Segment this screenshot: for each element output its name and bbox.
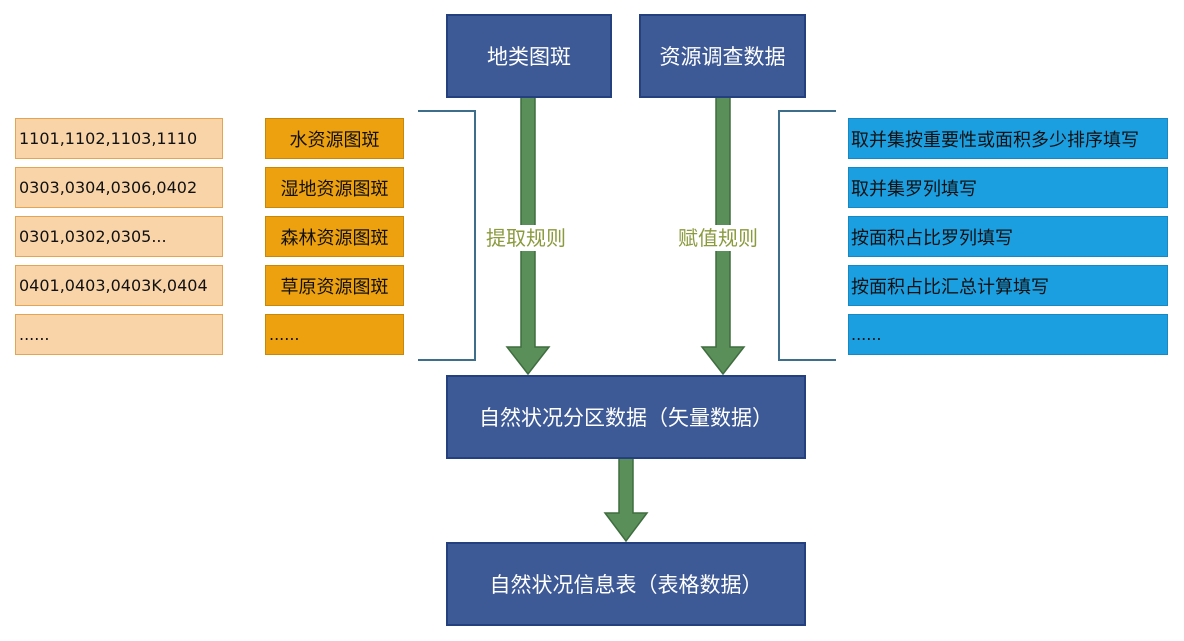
resource-survey-box: 资源调查数据 — [639, 14, 806, 98]
assignment-method-label: ...... — [851, 325, 882, 344]
resource-patch-label: 水资源图斑 — [289, 129, 380, 151]
code-item: 0303,0304,0306,0402 — [15, 167, 223, 208]
arrow-to-table — [603, 457, 649, 543]
natural-zone-data-box: 自然状况分区数据（矢量数据） — [446, 375, 806, 459]
code-item-label: 0301,0302,0305... — [19, 227, 167, 246]
assignment-method-item: 按面积占比汇总计算填写 — [848, 265, 1168, 306]
assignment-method-label: 按面积占比罗列填写 — [851, 227, 1013, 249]
assignment-method-label: 取并集按重要性或面积多少排序填写 — [851, 129, 1139, 151]
assignment-method-label: 按面积占比汇总计算填写 — [851, 276, 1049, 298]
resource-patch-label: ...... — [269, 325, 300, 344]
natural-info-table-label: 自然状况信息表（表格数据） — [489, 573, 763, 597]
assignment-method-item: 取并集按重要性或面积多少排序填写 — [848, 118, 1168, 159]
resource-patch-item: 湿地资源图斑 — [265, 167, 404, 208]
land-patch-label: 地类图斑 — [487, 45, 571, 69]
code-item-label: 1101,1102,1103,1110 — [19, 129, 198, 148]
extract-rule-label: 提取规则 — [484, 225, 568, 251]
resource-patch-item: 草原资源图斑 — [265, 265, 404, 306]
code-item: 1101,1102,1103,1110 — [15, 118, 223, 159]
assignment-method-label: 取并集罗列填写 — [851, 178, 977, 200]
assignment-method-item: 按面积占比罗列填写 — [848, 216, 1168, 257]
code-item: 0401,0403,0403K,0404 — [15, 265, 223, 306]
resource-patch-label: 湿地资源图斑 — [280, 178, 389, 200]
assignment-method-item: ...... — [848, 314, 1168, 355]
land-patch-box: 地类图斑 — [446, 14, 612, 98]
assign-rule-label: 赋值规则 — [676, 225, 760, 251]
natural-info-table-box: 自然状况信息表（表格数据） — [446, 542, 806, 626]
code-item: 0301,0302,0305... — [15, 216, 223, 257]
resource-patch-label: 森林资源图斑 — [280, 227, 389, 249]
resource-patch-item: 水资源图斑 — [265, 118, 404, 159]
resource-patch-item: 森林资源图斑 — [265, 216, 404, 257]
resource-patch-item: ...... — [265, 314, 404, 355]
natural-zone-data-label: 自然状况分区数据（矢量数据） — [479, 406, 773, 430]
code-item-label: ...... — [19, 325, 50, 344]
resource-survey-label: 资源调查数据 — [659, 45, 786, 69]
resource-patch-label: 草原资源图斑 — [280, 276, 389, 298]
code-item-label: 0401,0403,0403K,0404 — [19, 276, 208, 295]
right-bracket — [778, 110, 836, 361]
code-item: ...... — [15, 314, 223, 355]
left-bracket — [418, 110, 476, 361]
code-item-label: 0303,0304,0306,0402 — [19, 178, 198, 197]
assignment-method-item: 取并集罗列填写 — [848, 167, 1168, 208]
